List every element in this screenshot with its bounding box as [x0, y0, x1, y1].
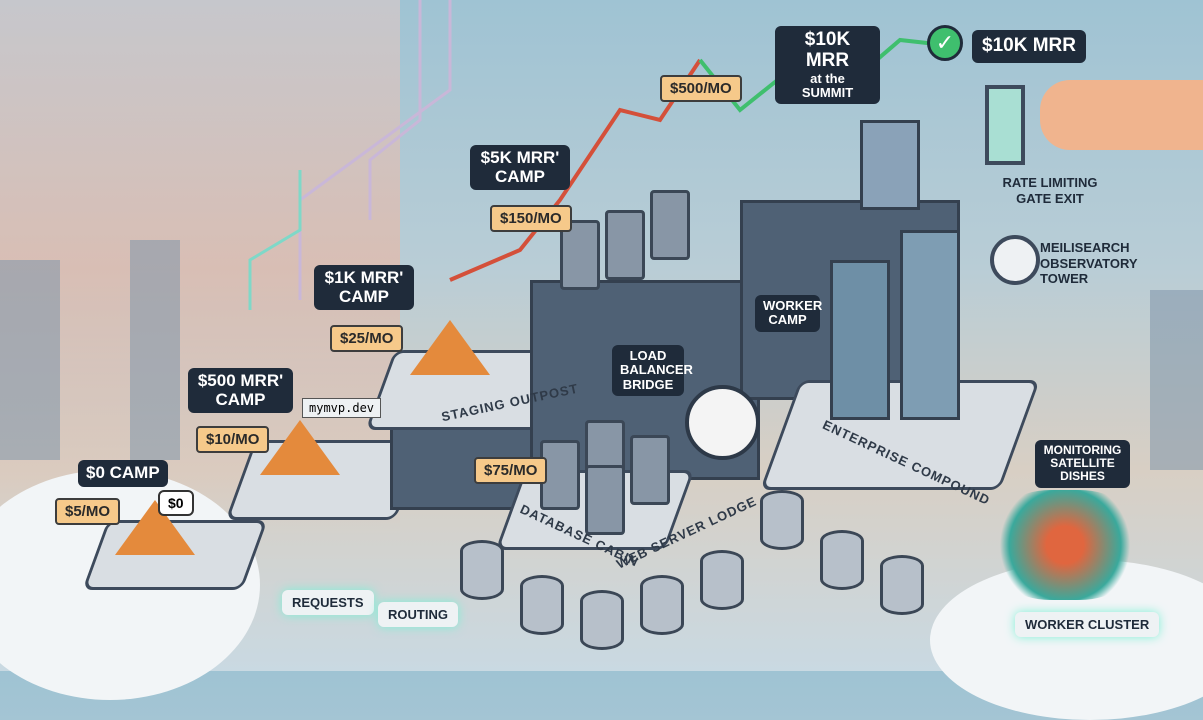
database-cylinder — [580, 590, 624, 650]
camp0-price-tag: $5/MO — [55, 498, 121, 525]
summit-label: $10K MRR at the SUMMIT — [775, 26, 880, 105]
tower-building — [830, 260, 890, 420]
server-rack — [630, 435, 670, 505]
database-cylinder — [520, 575, 564, 635]
summit-label-line1: $10K MRR — [804, 29, 851, 71]
database-cylinder — [700, 550, 744, 610]
camp5k-price-tag: $150/MO — [490, 205, 572, 232]
camp0-label: $0 CAMP — [78, 460, 168, 487]
db-price-tag: $75/MO — [474, 457, 548, 484]
goal-label: $10K MRR — [972, 30, 1086, 63]
stopwatch-icon — [685, 385, 760, 460]
summit-label-line2: at the SUMMIT — [801, 70, 854, 101]
enterprise-price-tag: $500/MO — [660, 75, 742, 102]
camp1k-price-tag: $25/MO — [330, 325, 404, 352]
observatory-telescope-icon — [990, 235, 1040, 285]
city-building — [0, 260, 60, 460]
database-cylinder — [880, 555, 924, 615]
camp1k-label: $1K MRR' CAMP — [314, 265, 414, 311]
camp500-price-tag: $10/MO — [196, 426, 270, 453]
circuit-line — [298, 0, 452, 300]
tower-building — [900, 230, 960, 420]
server-rack — [650, 190, 690, 260]
worker-cluster-label: WORKER CLUSTER — [1015, 612, 1160, 637]
database-cylinder — [640, 575, 684, 635]
worker-crowd-people — [990, 490, 1140, 600]
circuit-line — [248, 170, 302, 310]
camp0-speech-bubble: $0 — [158, 490, 194, 516]
meilisearch-label: MEILISEARCH OBSERVATORY TOWER — [1040, 240, 1138, 287]
check-icon: ✓ — [927, 25, 963, 61]
city-building — [1150, 290, 1203, 470]
camp500-label: $500 MRR' CAMP — [188, 368, 293, 414]
early-growth-line — [449, 58, 702, 282]
summit-building — [860, 120, 920, 210]
rate-limit-label: RATE LIMITING GATE EXIT — [1002, 175, 1098, 206]
circuit-line — [368, 0, 422, 220]
worker-camp-label: WORKER CAMP — [755, 295, 822, 332]
tent-icon — [410, 320, 490, 375]
camp5k-label: $5K MRR' CAMP — [470, 145, 570, 191]
load-balancer-label: LOAD BALANCER BRIDGE — [612, 345, 693, 396]
server-rack — [585, 465, 625, 535]
hand-pressing-gate — [1040, 80, 1203, 150]
tent-icon — [260, 420, 340, 475]
server-rack — [605, 210, 645, 280]
rate-limit-gate — [985, 85, 1025, 165]
requests-label: REQUESTS — [282, 590, 374, 615]
domain-flag: mymvp.dev — [302, 398, 382, 418]
database-cylinder — [460, 540, 504, 600]
database-cylinder — [820, 530, 864, 590]
monitoring-label: MONITORING SATELLITE DISHES — [1035, 440, 1130, 488]
city-building — [130, 240, 180, 460]
database-cylinder — [760, 490, 804, 550]
routing-label: ROUTING — [378, 602, 458, 627]
